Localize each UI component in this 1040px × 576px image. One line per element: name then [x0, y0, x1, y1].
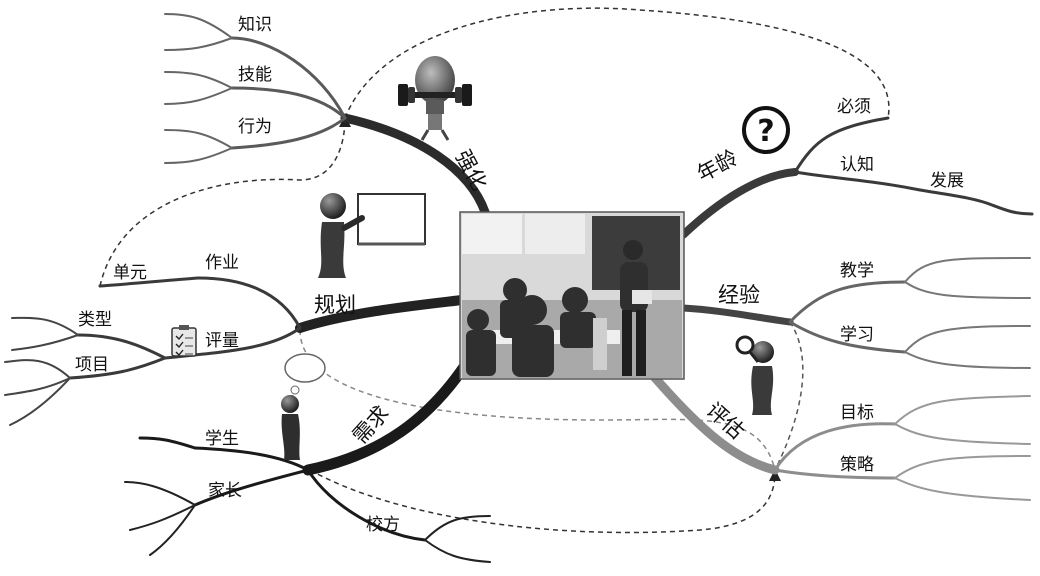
- label-development: 发展: [930, 171, 964, 191]
- label-strategy: 策略: [840, 455, 874, 475]
- sub-branches: [4, 13, 1034, 563]
- label-behavior: 行为: [238, 117, 272, 137]
- dashed-loop-reinforce-age: [344, 7, 890, 119]
- branch-evaluate: [645, 367, 780, 475]
- branch-plan: [295, 295, 467, 333]
- label-goal: 目标: [840, 403, 874, 423]
- label-knowledge: 知识: [238, 15, 272, 35]
- label-experience: 经验: [718, 283, 760, 307]
- branch-needs: [302, 352, 476, 476]
- lightbulb-dumbbell-icon: [398, 56, 472, 141]
- magnifier-person-icon: [735, 335, 774, 415]
- label-assessment: 评量: [205, 331, 239, 351]
- question-mark-icon: ?: [742, 106, 790, 154]
- branch-age: [679, 168, 799, 239]
- label-teaching: 教学: [840, 261, 874, 281]
- main-branches: [295, 113, 799, 476]
- label-plan: 规划: [314, 293, 356, 317]
- label-must: 必须: [837, 97, 871, 117]
- dashed-needs-to-evaluate: [309, 469, 781, 534]
- branch-reinforce: [340, 113, 490, 217]
- teacher-whiteboard-icon: [318, 193, 426, 278]
- dashed-experience-to-evaluate: [774, 321, 804, 471]
- label-school: 校方: [366, 515, 400, 535]
- sub-labels: 知识 技能 行为 必须 认知 发展 作业 评量 单元 类型 项目 教学 学习 学…: [75, 15, 964, 535]
- branch-experience: [679, 304, 794, 326]
- label-cognition: 认知: [840, 155, 874, 175]
- label-age: 年龄: [693, 146, 741, 187]
- teacher-figure: [620, 240, 652, 376]
- checklist-icon: [171, 325, 197, 357]
- label-homework: 作业: [205, 253, 239, 273]
- label-student: 学生: [205, 429, 239, 449]
- label-learning: 学习: [840, 325, 874, 345]
- classroom-photo: [459, 211, 685, 380]
- label-skill: 技能: [238, 65, 272, 85]
- dashed-plan-to-evaluate: [299, 329, 776, 471]
- thinking-person-icon: [281, 353, 326, 460]
- label-project: 项目: [75, 355, 109, 375]
- label-unit: 单元: [113, 263, 147, 283]
- dashed-connectors: [99, 7, 890, 534]
- label-parent: 家长: [208, 481, 242, 501]
- label-type: 类型: [78, 310, 112, 330]
- dashed-unit-to-reinforce: [99, 115, 351, 287]
- svg-text:?: ?: [757, 114, 774, 149]
